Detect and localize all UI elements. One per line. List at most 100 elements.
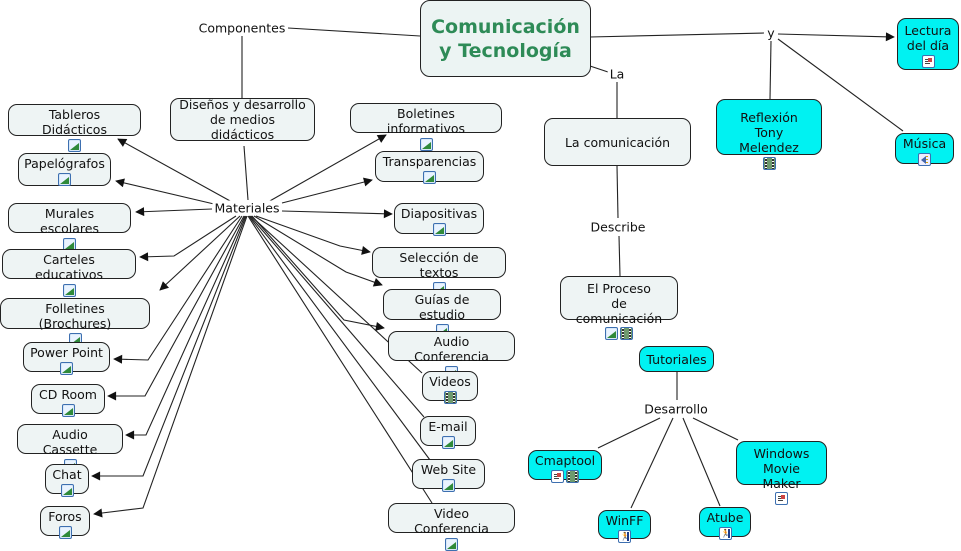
phrase-componentes[interactable]: Componentes bbox=[196, 20, 288, 36]
node-videos[interactable]: Videos bbox=[422, 371, 478, 404]
link-materiales-guias bbox=[253, 215, 383, 287]
node-audiocassette[interactable]: Audio Cassette bbox=[17, 424, 123, 472]
document-icon[interactable] bbox=[551, 470, 564, 483]
node-folletines[interactable]: Folletines (Brochures) bbox=[0, 298, 150, 346]
link-materiales-murales bbox=[135, 207, 213, 217]
main-concept-label: Comunicación y Tecnología bbox=[431, 15, 580, 62]
node-powerpoint[interactable]: Power Point bbox=[23, 342, 110, 375]
link-y-musica bbox=[777, 38, 904, 132]
link-materiales-seleccion bbox=[255, 215, 371, 255]
image-icon[interactable] bbox=[63, 238, 76, 251]
node-label: Selección de textos bbox=[399, 250, 479, 280]
executable-icon[interactable] bbox=[718, 527, 732, 540]
node-diapositivas[interactable]: Diapositivas bbox=[394, 203, 484, 236]
image-icon[interactable] bbox=[445, 538, 458, 551]
node-label: E-mail bbox=[428, 419, 468, 434]
link-materiales-chat bbox=[91, 215, 247, 481]
executable-icon[interactable] bbox=[618, 530, 631, 543]
image-icon[interactable] bbox=[441, 436, 455, 449]
image-icon[interactable] bbox=[58, 526, 72, 539]
node-label: CD Room bbox=[39, 387, 97, 402]
node-carteles[interactable]: Carteles educativos bbox=[2, 249, 136, 297]
image-icon[interactable] bbox=[68, 139, 81, 152]
link-materiales-foros bbox=[93, 215, 248, 518]
link-main-componentes bbox=[287, 27, 421, 37]
link-materiales-tableros bbox=[117, 138, 233, 203]
node-label: Murales escolares bbox=[40, 206, 99, 236]
main-concept-node[interactable]: Comunicación y Tecnología bbox=[420, 0, 591, 77]
node-label: Transparencias bbox=[382, 154, 477, 169]
node-label: Diapositivas bbox=[400, 206, 478, 221]
node-disenos[interactable]: Diseños y desarrollo de medios didáctico… bbox=[170, 97, 315, 142]
node-guias[interactable]: Guías de estudio bbox=[383, 289, 501, 337]
link-materiales-cdroom bbox=[107, 215, 245, 401]
link-desarrollo-cmaptool bbox=[597, 417, 661, 449]
image-icon[interactable] bbox=[442, 479, 455, 492]
image-icon[interactable] bbox=[605, 327, 618, 340]
node-moviemaker[interactable]: Windows Movie Maker bbox=[736, 441, 827, 505]
node-label: Carteles educativos bbox=[34, 252, 103, 282]
phrase-y[interactable]: y bbox=[765, 25, 777, 41]
phrase-materiales[interactable]: Materiales bbox=[212, 200, 282, 216]
image-icon[interactable] bbox=[419, 138, 433, 151]
node-foros[interactable]: Foros bbox=[40, 506, 90, 539]
node-tutoriales[interactable]: Tutoriales bbox=[639, 346, 714, 372]
node-cdroom[interactable]: CD Room bbox=[31, 384, 105, 417]
link-materiales-videoconf bbox=[247, 215, 433, 504]
link-materiales-carteles bbox=[139, 215, 237, 262]
image-icon[interactable] bbox=[60, 484, 74, 497]
phrase-la[interactable]: La bbox=[607, 66, 627, 82]
document-icon[interactable] bbox=[921, 55, 935, 68]
node-label: Video Conferencia bbox=[414, 506, 489, 536]
node-lacomunicacion[interactable]: La comunicación bbox=[544, 118, 691, 166]
node-musica[interactable]: Música bbox=[895, 133, 954, 166]
image-icon[interactable] bbox=[60, 362, 73, 375]
image-icon[interactable] bbox=[61, 404, 75, 417]
node-label: Lectura del día bbox=[904, 23, 952, 53]
phrase-describe[interactable]: Describe bbox=[588, 219, 648, 235]
link-materiales-diapositivas bbox=[281, 209, 393, 219]
node-website[interactable]: Web Site bbox=[412, 459, 485, 492]
node-seleccion[interactable]: Selección de textos bbox=[372, 247, 506, 295]
link-materiales-transparencias bbox=[281, 177, 373, 204]
image-icon[interactable] bbox=[432, 223, 446, 236]
image-icon[interactable] bbox=[58, 173, 71, 186]
node-audioconf[interactable]: Audio Conferencia bbox=[388, 331, 515, 379]
document-icon[interactable] bbox=[775, 492, 788, 505]
video-icon[interactable] bbox=[443, 391, 457, 404]
link-materiales-papelografos bbox=[115, 178, 215, 205]
video-icon[interactable] bbox=[566, 470, 579, 483]
node-papelografos[interactable]: Papelógrafos bbox=[18, 153, 111, 186]
link-y-lectura bbox=[777, 32, 895, 42]
node-lectura[interactable]: Lectura del día bbox=[897, 18, 959, 70]
link-materiales-folletines bbox=[159, 215, 241, 291]
link-y-reflexion bbox=[769, 40, 772, 100]
node-cmaptool[interactable]: Cmaptool bbox=[528, 450, 602, 483]
node-winff[interactable]: WinFF bbox=[598, 510, 651, 543]
node-label: Atube bbox=[706, 510, 744, 525]
node-label: Chat bbox=[52, 467, 82, 482]
node-label: Guías de estudio bbox=[414, 292, 470, 322]
node-videoconf[interactable]: Video Conferencia bbox=[388, 503, 515, 551]
node-email[interactable]: E-mail bbox=[420, 416, 476, 449]
node-reflexion[interactable]: Reflexión Tony Melendez bbox=[716, 99, 822, 170]
node-label: La comunicación bbox=[564, 134, 671, 150]
phrase-desarrollo[interactable]: Desarrollo bbox=[642, 401, 710, 417]
image-icon[interactable] bbox=[62, 284, 76, 297]
node-transparencias[interactable]: Transparencias bbox=[375, 151, 484, 184]
image-icon[interactable] bbox=[423, 171, 436, 184]
video-icon[interactable] bbox=[762, 157, 776, 170]
node-tableros[interactable]: Tableros Didácticos bbox=[8, 104, 141, 152]
node-chat[interactable]: Chat bbox=[45, 464, 89, 497]
node-proceso[interactable]: El Proceso de comunicación bbox=[560, 276, 678, 340]
node-boletines[interactable]: Boletines informativos bbox=[350, 103, 502, 151]
node-atube[interactable]: Atube bbox=[699, 507, 751, 540]
video-icon[interactable] bbox=[620, 327, 633, 340]
node-label: Videos bbox=[429, 374, 471, 389]
link-desarrollo-atube bbox=[682, 417, 721, 507]
link-desarrollo-winff bbox=[630, 417, 674, 509]
node-label: Tableros Didácticos bbox=[42, 107, 107, 137]
audio-icon[interactable] bbox=[918, 153, 931, 166]
node-murales[interactable]: Murales escolares bbox=[8, 203, 131, 251]
node-label: Boletines informativos bbox=[386, 106, 466, 136]
